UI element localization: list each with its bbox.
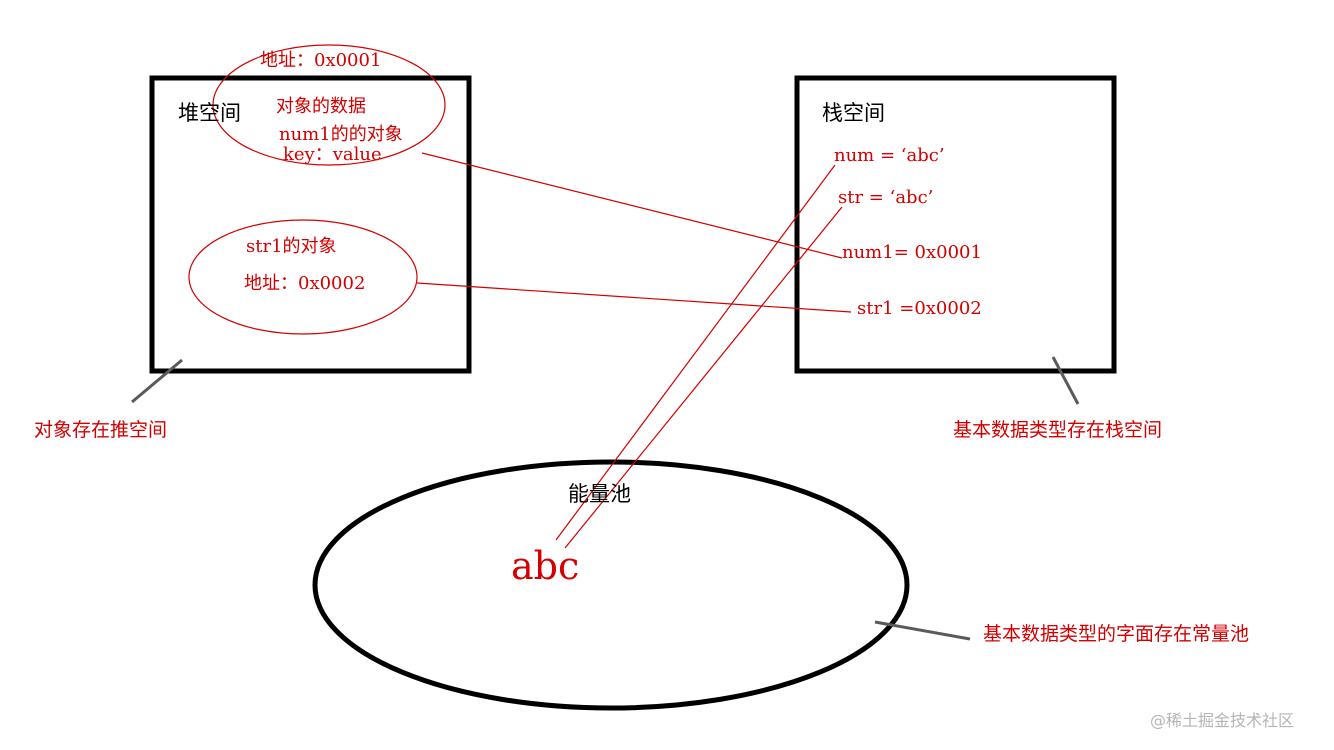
watermark: @稀土掘金技术社区 (1150, 711, 1294, 730)
heap-box (149, 75, 472, 374)
heap-title: 堆空间 (178, 101, 241, 125)
heap-object2-address: 地址：0x0002 (244, 273, 365, 294)
stack-item-num: num = ‘abc’ (834, 145, 945, 166)
pool-title: 能量池 (568, 482, 631, 506)
heap-object1-address: 地址：0x0001 (260, 50, 381, 71)
stack-box (794, 75, 1117, 374)
pool-value: abc (511, 544, 579, 588)
heap-object2-line1: str1的对象 (246, 236, 337, 257)
pool-ellipse (312, 459, 910, 711)
stack-item-str1: str1 =0x0002 (857, 298, 982, 319)
heap-object1-line1: 对象的数据 (276, 96, 366, 117)
ref-line-str1 (416, 282, 852, 313)
heap-object2-ellipse (188, 219, 418, 335)
heap-object1-line2: num1的的对象 (279, 124, 403, 145)
stack-item-str: str = ‘abc’ (838, 187, 933, 208)
heap-object1-ellipse (212, 44, 446, 166)
stack-item-num1: num1= 0x0001 (842, 242, 982, 263)
ref-line-str-abc (564, 206, 843, 549)
heap-note: 对象存在推空间 (34, 419, 167, 441)
pool-note-pointer (874, 620, 971, 641)
ref-line-num1 (421, 152, 843, 259)
ref-line-num-abc (555, 164, 836, 541)
stack-title: 栈空间 (822, 101, 885, 125)
heap-note-pointer (131, 358, 183, 404)
heap-object1-line3: key：value (283, 144, 382, 165)
pool-note: 基本数据类型的字面存在常量池 (983, 623, 1249, 645)
stack-note: 基本数据类型存在栈空间 (953, 419, 1162, 441)
stack-note-pointer (1051, 356, 1080, 405)
